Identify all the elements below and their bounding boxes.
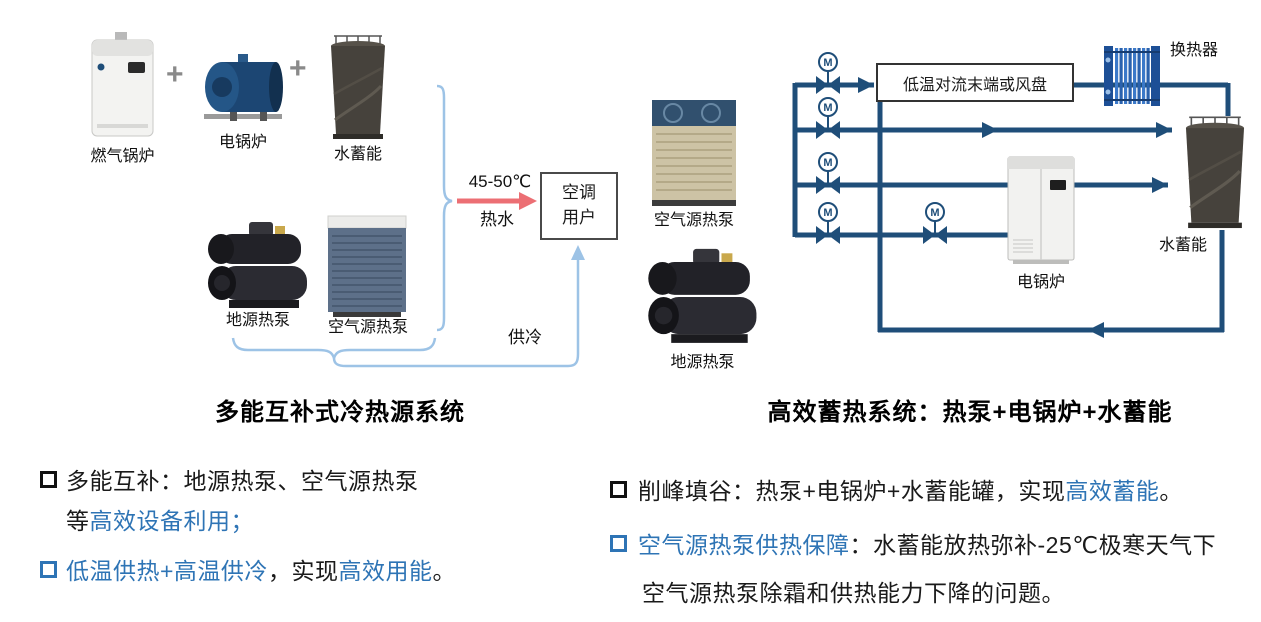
note-text-highlight: 高效设备利用； xyxy=(89,508,254,534)
electric-boiler-left-image xyxy=(198,48,288,130)
note-left-2: 低温供热+高温供冷，实现高效用能。 xyxy=(66,552,456,586)
note-right-2-line-2: 空气源热泵除霜和供热能力下降的问题。 xyxy=(642,574,1065,608)
ground-source-heat-pump-left-label: 地源热泵 xyxy=(225,312,290,329)
air-source-heat-pump-left-image xyxy=(323,212,411,320)
hot-water-arrow xyxy=(457,192,537,210)
water-storage-right-image xyxy=(1172,106,1258,234)
plus-sign: + xyxy=(289,52,307,85)
valve-motor-label: M xyxy=(823,207,832,219)
bullet-marker xyxy=(610,535,627,552)
right-system-title: 高效蓄热系统：热泵+电锅炉+水蓄能 xyxy=(767,399,1173,426)
terminal-box: 低温对流末端或风盘 xyxy=(876,63,1074,102)
ground-source-heat-pump-right-label: 地源热泵 xyxy=(670,354,735,371)
motorized-valve-icon: M xyxy=(816,152,840,194)
terminal-label: 低温对流末端或风盘 xyxy=(902,76,1047,94)
note-left-1-line-2: 等高效设备利用； xyxy=(66,502,254,536)
water-storage-left-label: 水蓄能 xyxy=(333,146,382,163)
note-text-highlight: 高效用能 xyxy=(338,558,433,584)
air-source-heat-pump-left-label: 空气源热泵 xyxy=(327,319,408,336)
note-text-highlight: 高效蓄能 xyxy=(1065,478,1160,504)
heat-exchanger-label: 换热器 xyxy=(1169,42,1218,59)
note-text: 削峰填谷：热泵+电锅炉+水蓄能罐，实现 xyxy=(638,478,1066,504)
valve-motor-label: M xyxy=(823,57,832,69)
note-text: ：水蓄能放热弥补-25℃极寒天气下 xyxy=(849,532,1217,558)
hot-water-label: 热水 xyxy=(480,210,514,229)
valve-motor-label: M xyxy=(823,157,832,169)
cooling-supply-line xyxy=(231,245,585,368)
gas-boiler-label: 燃气锅炉 xyxy=(90,148,155,165)
bullet-marker xyxy=(40,561,57,578)
electric-boiler-right-label: 电锅炉 xyxy=(1016,274,1065,291)
bullet-marker xyxy=(610,481,627,498)
valve-motor-label: M xyxy=(930,207,939,219)
valve-motor-label: M xyxy=(823,102,832,114)
water-storage-right-label: 水蓄能 xyxy=(1158,237,1207,254)
note-text-highlight: 低温供热+高温供冷 xyxy=(66,558,268,584)
electric-boiler-right-image xyxy=(1003,152,1079,270)
bullet-marker xyxy=(40,471,57,488)
gas-boiler-image xyxy=(85,30,160,142)
water-storage-left-image xyxy=(318,28,398,142)
ground-source-heat-pump-left-image xyxy=(205,220,313,312)
note-right-2-line-1: 空气源热泵供热保障：水蓄能放热弥补-25℃极寒天气下 xyxy=(638,526,1216,560)
motorized-valve-icon: M xyxy=(816,52,840,94)
left-system-title: 多能互补式冷热源系统 xyxy=(215,399,465,426)
collector-brace xyxy=(436,84,453,332)
electric-boiler-left-label: 电锅炉 xyxy=(218,134,267,151)
note-text: 多能互补：地源热泵、空气源热泵 xyxy=(66,468,419,494)
air-source-heat-pump-right-label: 空气源热泵 xyxy=(653,212,734,229)
cooling-supply-label: 供冷 xyxy=(508,328,542,347)
temperature-label: 45-50℃ xyxy=(468,172,532,191)
note-left-1-line-1: 多能互补：地源热泵、空气源热泵 xyxy=(66,462,419,496)
plus-sign: + xyxy=(166,58,184,91)
note-text: ，实现 xyxy=(267,558,339,584)
motorized-valve-icon: M xyxy=(923,202,947,244)
ac-user-box: 空调用户 xyxy=(540,172,618,240)
note-text: 等 xyxy=(66,508,90,534)
motorized-valve-icon: M xyxy=(816,97,840,139)
note-text-highlight: 空气源热泵供热保障 xyxy=(638,532,850,558)
note-text: 。 xyxy=(432,558,456,584)
heat-exchanger-image xyxy=(1102,36,1162,116)
ac-user-label: 空调用户 xyxy=(562,183,596,227)
note-text: 。 xyxy=(1159,478,1183,504)
motorized-valve-icon: M xyxy=(816,202,840,244)
flow-arrowheads xyxy=(858,77,1172,338)
note-right-1: 削峰填谷：热泵+电锅炉+水蓄能罐，实现高效蓄能。 xyxy=(638,472,1183,506)
note-text: 空气源热泵除霜和供热能力下降的问题。 xyxy=(642,580,1065,606)
air-source-heat-pump-right-image xyxy=(648,96,740,212)
ground-source-heat-pump-right-image xyxy=(645,243,763,351)
